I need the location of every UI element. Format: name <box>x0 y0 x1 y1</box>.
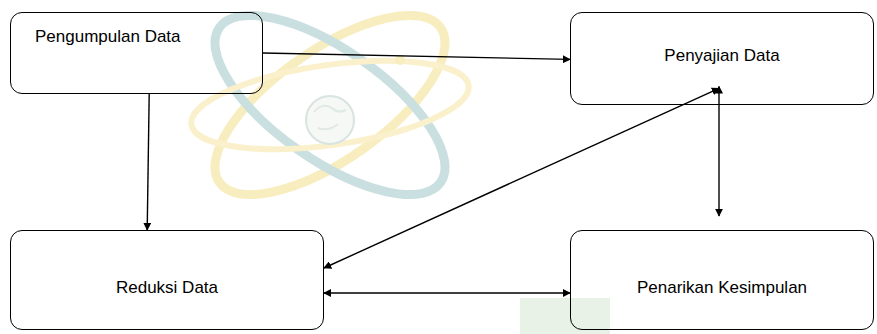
flow-arrow <box>263 53 570 59</box>
box-label: Penyajian Data <box>664 46 779 66</box>
box-label: Pengumpulan Data <box>35 27 181 47</box>
process-box: Penyajian Data <box>570 12 874 105</box>
process-box: Reduksi Data <box>10 230 324 330</box>
process-box: Pengumpulan Data <box>10 12 263 94</box>
flow-arrow <box>147 94 149 230</box>
process-box: Penarikan Kesimpulan <box>570 230 874 330</box>
flow-arrow <box>324 292 570 293</box>
flow-arrow <box>324 88 719 268</box>
flow-arrow <box>718 86 719 216</box>
box-label: Penarikan Kesimpulan <box>637 278 807 298</box>
box-label: Reduksi Data <box>116 278 218 298</box>
